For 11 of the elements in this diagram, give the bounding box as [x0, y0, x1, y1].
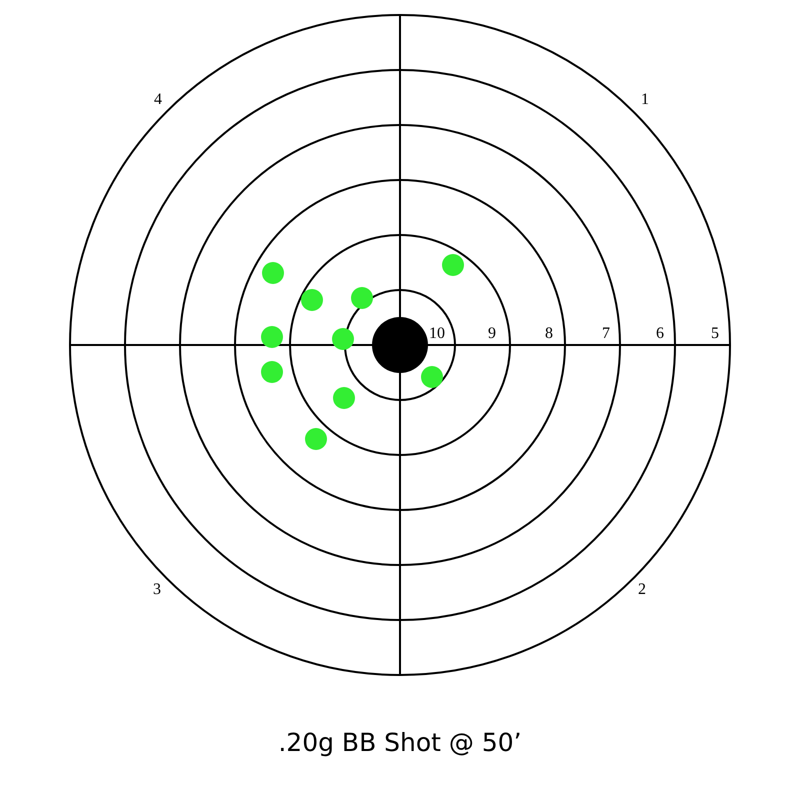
caption: .20g BB Shot @ 50’ [278, 728, 522, 757]
quadrant-number: 2 [638, 581, 646, 599]
ring-number: 5 [711, 325, 719, 343]
ring-number: 9 [488, 325, 496, 343]
ring-number: 8 [545, 325, 553, 343]
ring-number: 10 [429, 325, 445, 343]
quadrant-number: 3 [153, 581, 161, 599]
quadrant-number: 1 [641, 91, 649, 109]
ring-number: 6 [656, 325, 664, 343]
quadrant-number: 4 [154, 91, 162, 109]
ring-number: 7 [602, 325, 610, 343]
